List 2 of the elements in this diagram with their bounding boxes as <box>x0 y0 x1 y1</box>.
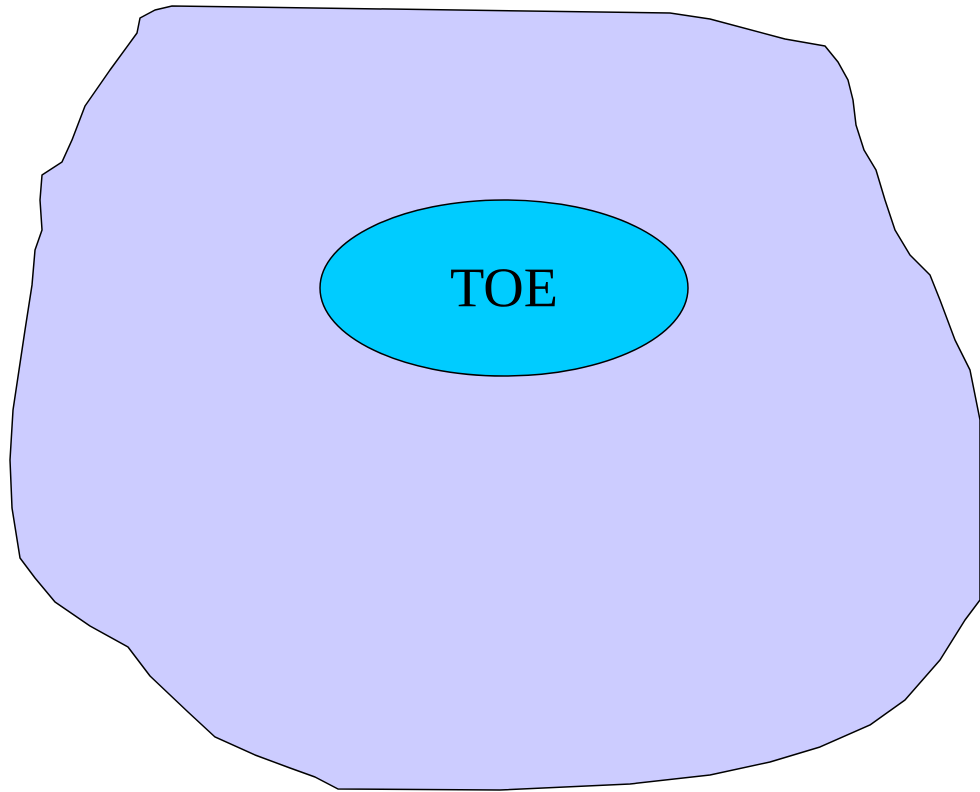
ellipse-node: TOE <box>319 199 689 377</box>
region-shape <box>9 5 980 791</box>
